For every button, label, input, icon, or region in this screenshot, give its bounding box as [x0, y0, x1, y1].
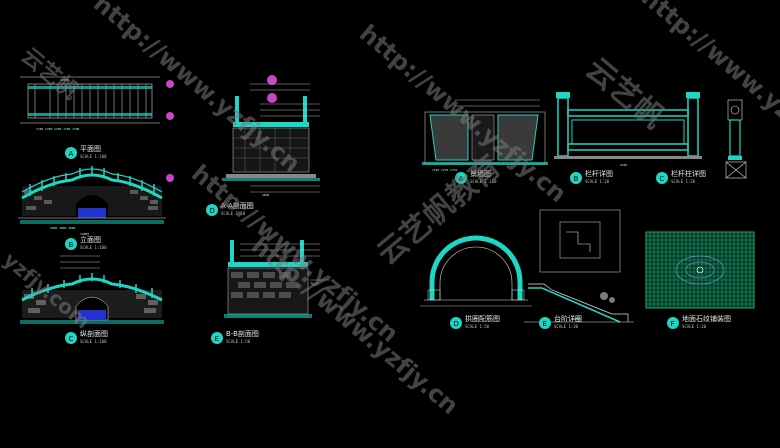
title-wall: A 景墙图 SCALE 1:100 [455, 169, 497, 184]
watermark-url: http://www.yzfjy.cn [246, 231, 464, 420]
paving-grid-drawing [645, 231, 755, 309]
title-scale: SCALE 1:30 [554, 324, 579, 329]
title-letter: C [660, 175, 665, 183]
title-letter: E [543, 320, 547, 328]
title-text: 台阶详图 [554, 314, 582, 323]
bridge-long-section-drawing [20, 255, 164, 324]
landscape-wall-drawing: 1725 1725 1725 [422, 99, 548, 172]
title-letter: B [69, 241, 74, 249]
bridge-elevation-drawing: 3600 4800 3600 12000 [18, 166, 174, 236]
arch-rebar-drawing [420, 235, 532, 307]
title-letter: C [69, 335, 74, 343]
title-scale: SCALE 1:20 [682, 324, 707, 329]
rail-bottom-dim: 2250 [620, 163, 627, 167]
title-scale: SCALE 1:100 [470, 179, 497, 184]
railing-detail-drawing: 2250 [554, 92, 702, 167]
watermark-url: http://www.yzfjy.cn [636, 0, 780, 172]
title-text: 立面图 [80, 235, 101, 244]
title-text: 地面石纹铺装图 [682, 314, 731, 323]
title-arch-rebar: D 拱圈配筋图 SCALE 1:50 [450, 314, 500, 329]
title-bb-section: E B-B剖面图 SCALE 1:50 [211, 329, 259, 344]
aa-section-drawing: 4800 [222, 75, 320, 197]
bridge-plan-drawing: 12000 1700 1700 1700 1700 1700 [20, 76, 174, 131]
title-scale: SCALE 1:100 [80, 339, 107, 344]
title-elevation: B 立面图 SCALE 1:100 [65, 235, 107, 250]
title-post: C 栏杆柱详图 SCALE 1:20 [656, 169, 706, 184]
title-railing: B 栏杆详图 SCALE 1:20 [570, 169, 613, 184]
plan-bottom-dim: 1700 1700 1700 1700 1700 [36, 127, 80, 131]
title-text: B-B剖面图 [226, 329, 259, 338]
title-scale: SCALE 1:50 [226, 339, 251, 344]
wall-bottom-dim: 1725 1725 1725 [432, 168, 457, 172]
title-text: 纵剖面图 [80, 329, 108, 338]
title-long-section: C 纵剖面图 SCALE 1:100 [65, 329, 108, 344]
title-text: 栏杆柱详图 [671, 169, 706, 178]
sec-bottom-dim: 4800 [262, 193, 269, 197]
elev-bottom-dim: 3600 4800 3600 [50, 226, 75, 230]
plan-top-dim: 12000 [60, 78, 69, 82]
title-letter: D [210, 207, 215, 215]
title-scale: SCALE 1:100 [80, 154, 107, 159]
watermark-cn: 云艺帆 [579, 51, 670, 136]
title-scale: SCALE 1:50 [221, 211, 246, 216]
title-paving: F 地面石纹铺装图 SCALE 1:20 [667, 314, 731, 329]
watermark-url: http://www.yzfjy.cn [88, 0, 306, 178]
title-scale: SCALE 1:100 [80, 245, 107, 250]
post-detail-drawing [725, 99, 747, 179]
title-letter: A [459, 175, 464, 183]
title-letter: F [671, 320, 675, 328]
title-text: A-A剖面图 [221, 201, 254, 210]
title-plan: A 平面图 SCALE 1:100 [65, 145, 107, 159]
stair-detail-drawing: 3000 [524, 209, 634, 323]
stair-bottom-dim: 3000 [574, 317, 581, 321]
title-text: 平面图 [80, 145, 101, 153]
title-scale: SCALE 1:20 [585, 179, 610, 184]
title-letter: A [69, 150, 74, 158]
title-letter: D [454, 320, 459, 328]
title-labels: A 平面图 SCALE 1:100 B 立面图 SCALE 1:100 C 纵剖… [65, 145, 731, 344]
title-stair: E 台阶详图 SCALE 1:30 [539, 314, 582, 329]
elev-total-dim: 12000 [80, 232, 89, 236]
title-text: 栏杆详图 [585, 169, 613, 178]
title-aa-section: D A-A剖面图 SCALE 1:50 [206, 201, 254, 216]
title-scale: SCALE 1:20 [671, 179, 696, 184]
title-letter: B [574, 175, 579, 183]
title-scale: SCALE 1:50 [465, 324, 490, 329]
bb-section-drawing [224, 240, 330, 318]
title-text: 拱圈配筋图 [465, 314, 500, 323]
title-text: 景墙图 [470, 169, 491, 178]
title-letter: E [215, 335, 219, 343]
